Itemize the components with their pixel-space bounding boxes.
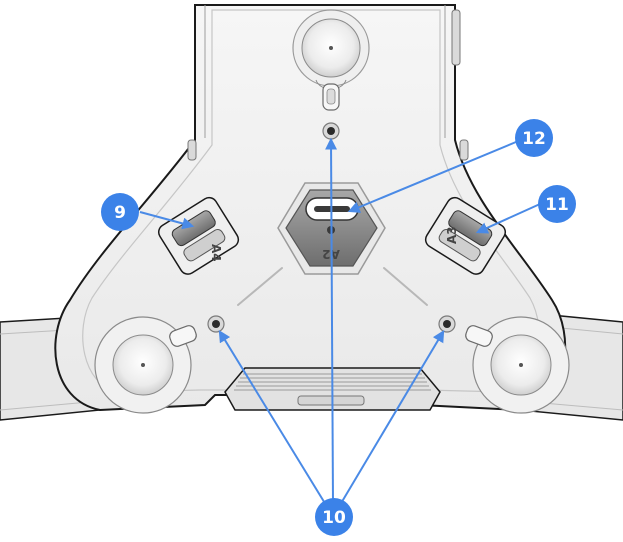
callout-10: 10 xyxy=(315,498,353,536)
right-knob xyxy=(465,316,570,414)
arrow-10-top xyxy=(325,137,338,506)
divider-lines xyxy=(237,267,428,306)
top-knob xyxy=(292,9,370,111)
port-a4-label: A4 xyxy=(209,244,223,262)
arrow-12 xyxy=(347,141,517,213)
arrow-10-right xyxy=(339,329,445,506)
screw-hole-top xyxy=(322,122,340,140)
left-knob xyxy=(94,316,197,414)
screw-hole-right xyxy=(438,315,456,333)
screw-hole-left xyxy=(207,315,225,333)
callout-11-label: 11 xyxy=(545,195,569,215)
callout-arrows xyxy=(139,137,541,506)
callout-9: 9 xyxy=(101,193,139,231)
callout-12-label: 12 xyxy=(522,129,546,149)
arrow-11 xyxy=(475,203,541,234)
callout-10-label: 10 xyxy=(322,508,346,528)
port-a3-label: A3 xyxy=(445,226,459,244)
callout-11: 11 xyxy=(538,185,576,223)
arrow-10-left xyxy=(218,329,327,506)
callout-12: 12 xyxy=(515,119,553,157)
arrow-9 xyxy=(139,211,195,230)
port-a3: A3 xyxy=(424,196,507,275)
callout-9-label: 9 xyxy=(114,203,126,223)
port-a4: A4 xyxy=(157,196,240,275)
